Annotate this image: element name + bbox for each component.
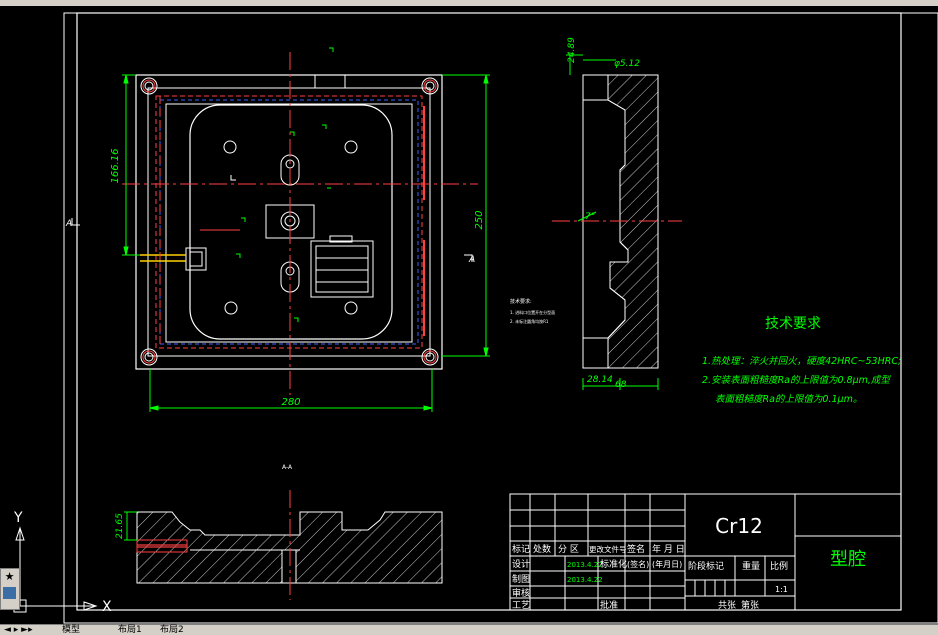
tb-sheets: 共张: [718, 600, 736, 611]
dim-height-left: 166.16: [110, 149, 121, 184]
tool-palette[interactable]: ★: [0, 568, 20, 610]
tb-standard-date: (年月日): [652, 559, 682, 569]
tb-h-count: 处数: [533, 543, 551, 555]
side-view: 24.89 φ5.12 7° 28.14 68: [552, 37, 682, 390]
properties-icon[interactable]: [3, 587, 16, 599]
tab-model[interactable]: 模型: [62, 625, 81, 635]
tab-layout2[interactable]: 布局2: [160, 625, 184, 635]
tab-nav-arrows[interactable]: ◄ ▸ ►▸: [4, 625, 33, 635]
inner-frame: [76, 12, 902, 611]
front-view: 166.16 250 280 A A 技术要求: 1. 进料口位置开在分型面 2…: [65, 47, 555, 412]
tech-line-2: 2.安装表面粗糙度Ra的上限值为0.8μm,成型: [702, 374, 891, 386]
tb-approve: 批准: [600, 599, 618, 611]
layout-tab-bar: ◄ ▸ ►▸ 模型 布局1 布局2: [0, 624, 938, 635]
tb-review: 审核: [512, 587, 530, 599]
ucs-y-label: Y: [13, 510, 23, 526]
section-marker-right: A: [468, 255, 475, 265]
small-note-line1: 1. 进料口位置开在分型面: [510, 309, 555, 315]
tb-design: 设计: [512, 558, 530, 570]
tb-scale: 比例: [770, 560, 788, 572]
section-marker-left: A: [65, 219, 72, 229]
tb-h-date: 年 月 日: [652, 543, 685, 555]
tb-weight: 重量: [742, 560, 760, 572]
dim-side-dia: φ5.12: [614, 59, 640, 69]
tb-craft: 工艺: [512, 600, 530, 611]
tech-title: 技术要求: [765, 316, 821, 332]
toolbar-strip: [0, 0, 938, 6]
dim-side-b1: 28.14: [587, 375, 613, 385]
tb-scale-value: 1:1: [775, 585, 788, 594]
title-block: [509, 493, 902, 611]
section-view: A-A 21.65: [115, 464, 443, 600]
material-text: Cr12: [715, 514, 763, 538]
part-name-text: 型腔: [830, 549, 866, 570]
tb-draw: 制图: [512, 573, 530, 585]
tb-draw-date: 2013.4.22: [567, 576, 603, 584]
tb-h-zone: 分 区: [558, 544, 579, 555]
dim-side-top: 24.89: [567, 37, 577, 63]
tb-sheet-no: 第张: [741, 599, 759, 611]
tb-h-docno: 更改文件号: [589, 544, 627, 554]
tb-standard-sign: (签名): [627, 559, 649, 569]
tb-h-sign: 签名: [627, 543, 645, 555]
dim-side-b2: 68: [615, 380, 627, 390]
technical-requirements: 技术要求 1.热处理：淬火并回火，硬度42HRC~53HRC; 2.安装表面粗糙…: [702, 316, 901, 405]
ucs-icon: [13, 526, 98, 613]
small-note-title: 技术要求:: [510, 298, 532, 305]
star-icon[interactable]: ★: [4, 570, 15, 583]
dim-section-depth: 21.65: [115, 513, 125, 539]
ucs-x-label: X: [102, 599, 112, 615]
small-note-line2: 2. 未标注圆角均按R1: [510, 318, 549, 324]
tb-stage-mark: 阶段标记: [688, 560, 724, 572]
title-block-text: Cr12 型腔 标记 处数 分 区 更改文件号 签名 年 月 日 设计 2013…: [512, 514, 866, 611]
dim-side-angle: 7°: [585, 212, 595, 222]
section-label: A-A: [282, 464, 293, 471]
dim-width-bottom: 280: [281, 397, 300, 408]
tab-layout1[interactable]: 布局1: [118, 625, 142, 635]
tb-standard: 标准化: [600, 558, 627, 570]
tech-line-1: 1.热处理：淬火并回火，硬度42HRC~53HRC;: [702, 355, 901, 367]
tech-line-3: 表面粗糙度Ra的上限值为0.1μm。: [715, 393, 862, 405]
tb-design-date: 2013.4.22: [567, 561, 603, 569]
dim-height-right: 250: [474, 210, 485, 229]
tb-h-mark: 标记: [512, 543, 530, 555]
